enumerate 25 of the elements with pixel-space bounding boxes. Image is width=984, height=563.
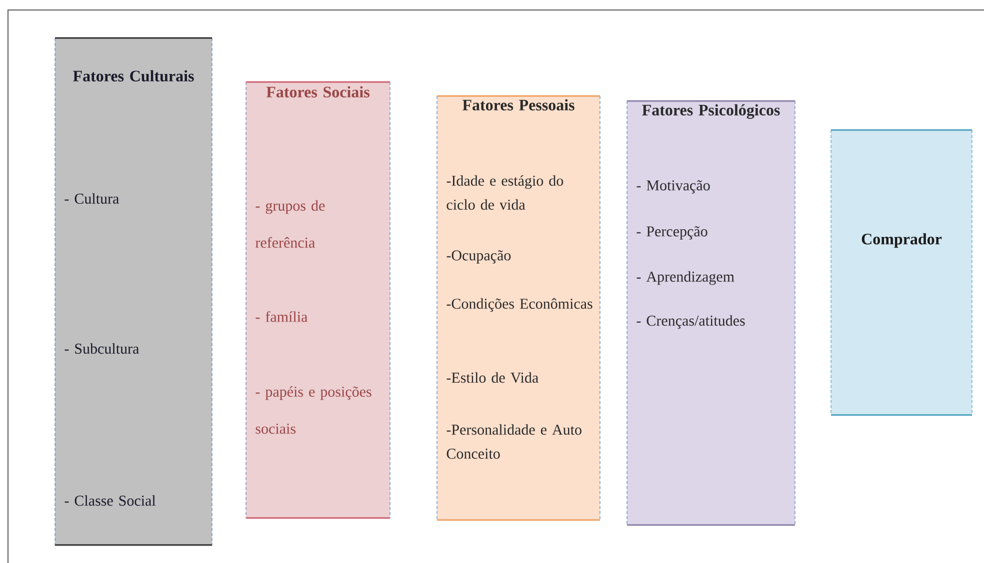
list-item: - Percepção (636, 226, 708, 240)
list-item: - Subcultura (64, 343, 139, 354)
heading: Fatores Pessoais (462, 99, 574, 110)
list-item: -Idade e estágio do ciclo de vida (446, 175, 564, 210)
heading: Comprador (862, 233, 942, 248)
list-item: - papéis e posições sociais (256, 386, 372, 434)
heading: Fatores Sociais (266, 86, 370, 98)
list-item: - Aprendizagem (636, 271, 734, 285)
factor-box (626, 100, 796, 526)
factor-box (245, 81, 391, 519)
list-item: - grupos de referência (256, 200, 325, 248)
list-item: - Crenças/atitudes (636, 315, 745, 329)
list-item: -Ocupação (446, 250, 511, 264)
heading: Fatores Psicológicos (642, 104, 780, 119)
factor-box (436, 95, 601, 521)
list-item: -Personalidade e Auto Conceito (446, 424, 582, 459)
list-item: - Cultura (64, 193, 119, 204)
list-item: -Estilo de Vida (446, 372, 538, 383)
list-item: -Condições Econômicas (446, 298, 592, 312)
factor-box (830, 129, 973, 416)
list-item: - família (256, 311, 308, 322)
list-item: - Motivação (636, 180, 710, 194)
heading: Fatores Culturais (73, 70, 194, 82)
factor-box (54, 37, 213, 546)
list-item: - Classe Social (64, 495, 156, 506)
